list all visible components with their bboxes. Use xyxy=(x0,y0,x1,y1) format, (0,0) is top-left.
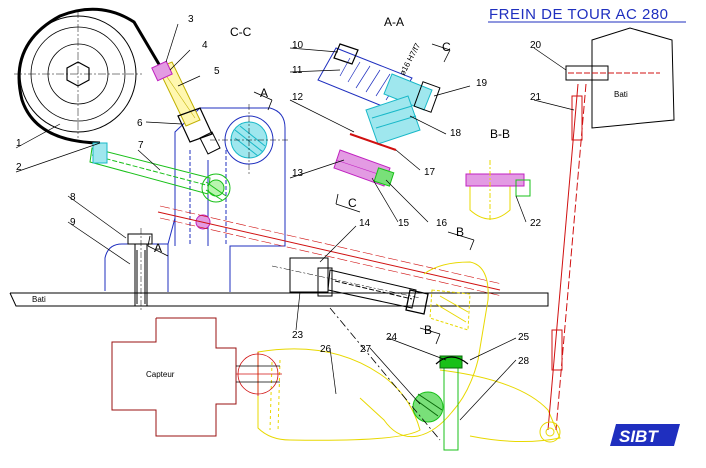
sibt-logo: SIBT xyxy=(610,424,680,446)
callout-23: 23 xyxy=(292,330,304,341)
section-mark-c-1: C xyxy=(442,40,451,54)
callouts: 1 2 3 4 5 6 7 8 9 10 11 12 13 14 15 16 1… xyxy=(16,14,542,367)
section-mark-a-2: A xyxy=(154,241,162,255)
capteur: Capteur xyxy=(111,317,237,437)
callout-27: 27 xyxy=(360,344,372,355)
logo-text: SIBT xyxy=(619,427,659,446)
callout-2: 2 xyxy=(16,162,22,173)
callout-15: 15 xyxy=(398,218,410,229)
callout-20: 20 xyxy=(530,40,542,51)
section-mark-b-1: B xyxy=(456,225,464,239)
callout-9: 9 xyxy=(70,217,76,228)
callout-3: 3 xyxy=(188,14,194,25)
lever-rod xyxy=(89,142,231,203)
callout-22: 22 xyxy=(530,218,542,229)
part-27 xyxy=(412,355,469,451)
callout-26: 26 xyxy=(320,344,332,355)
yellow-lever xyxy=(257,261,561,443)
bati-label: Bati xyxy=(32,295,46,304)
callout-21: 21 xyxy=(530,92,542,103)
bolt-8 xyxy=(127,228,153,312)
tolerance-label: ø16 H7/f7 xyxy=(398,41,423,77)
section-bb xyxy=(465,160,531,222)
callout-24: 24 xyxy=(386,332,398,343)
adjusting-screw xyxy=(151,60,221,155)
callout-4: 4 xyxy=(202,40,208,51)
drawing-title: FREIN DE TOUR AC 280 xyxy=(489,6,669,23)
callout-11: 11 xyxy=(292,65,303,76)
section-mark-c-2: C xyxy=(348,196,357,210)
callout-6: 6 xyxy=(137,118,143,129)
section-mark-a-1: A xyxy=(260,86,268,100)
callout-17: 17 xyxy=(424,167,436,178)
callout-8: 8 xyxy=(70,192,76,203)
section-title-cc: C-C xyxy=(230,25,252,39)
callout-16: 16 xyxy=(436,218,448,229)
sensor-head xyxy=(236,352,282,396)
pivot-cc xyxy=(210,104,290,176)
diagonal-shaft xyxy=(157,205,503,297)
callout-5: 5 xyxy=(214,66,220,77)
section-line xyxy=(329,307,441,441)
leader-lines xyxy=(15,23,575,421)
section-mark-b-2: B xyxy=(424,323,432,337)
section-aa xyxy=(317,43,441,187)
section-title-aa: A-A xyxy=(384,15,404,29)
callout-19: 19 xyxy=(476,78,488,89)
callout-1: 1 xyxy=(16,138,22,149)
section-marks xyxy=(147,43,475,345)
callout-7: 7 xyxy=(138,140,144,151)
callout-10: 10 xyxy=(292,40,304,51)
callout-18: 18 xyxy=(450,128,462,139)
section-title-bb: B-B xyxy=(490,127,510,141)
callout-25: 25 xyxy=(518,332,530,343)
frame-bati: Bati xyxy=(9,292,549,307)
callout-12: 12 xyxy=(292,92,304,103)
capteur-label: Capteur xyxy=(146,370,175,379)
spring-rod-14 xyxy=(271,257,429,315)
callout-13: 13 xyxy=(292,168,304,179)
brake-drum xyxy=(14,7,162,145)
tensioner-20-21: Bati xyxy=(539,27,675,443)
bati-right-label: Bati xyxy=(614,90,628,99)
callout-14: 14 xyxy=(359,218,371,229)
callout-28: 28 xyxy=(518,356,530,367)
nut-6 xyxy=(177,107,213,143)
